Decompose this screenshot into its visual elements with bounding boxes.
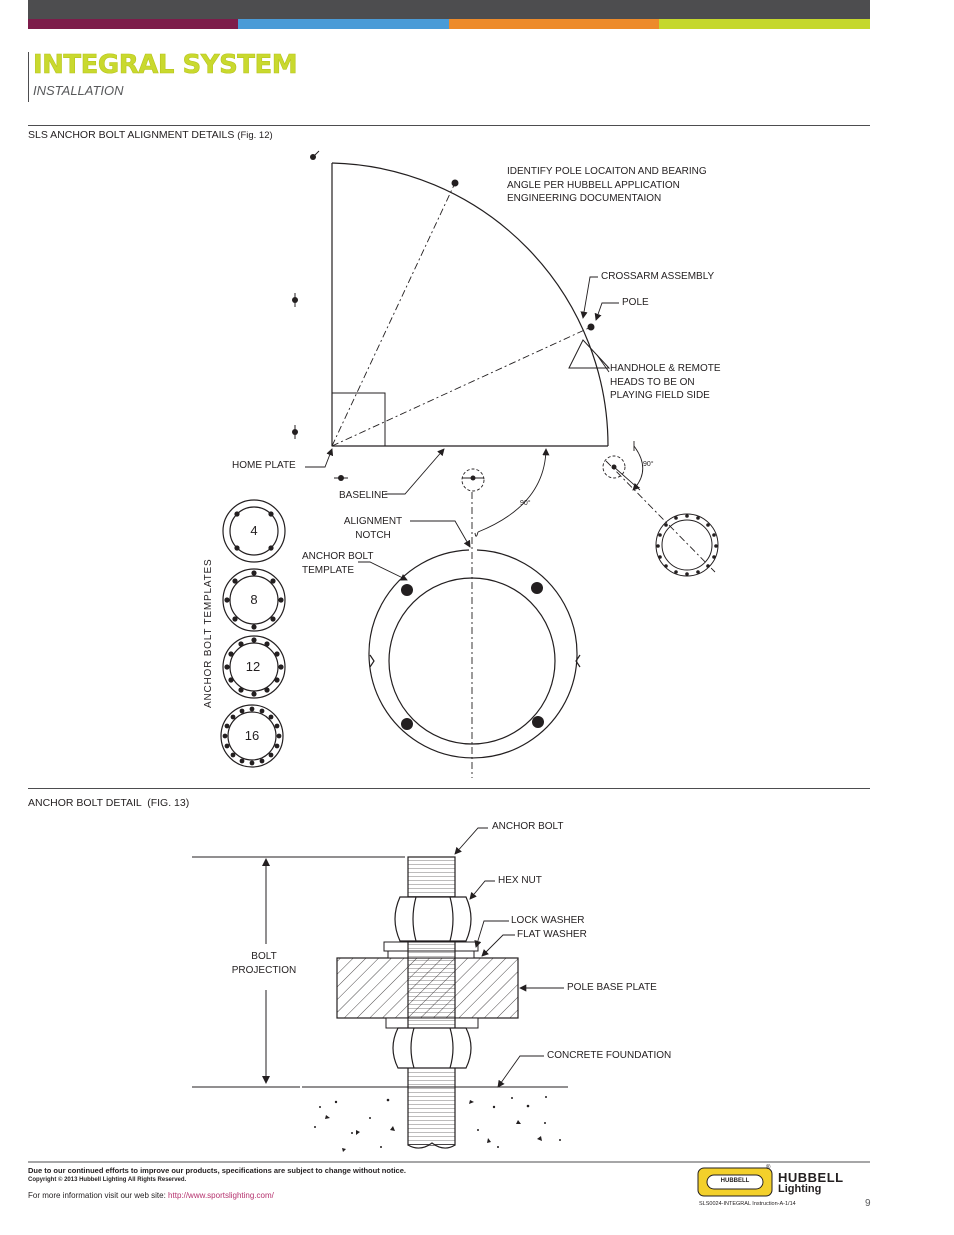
color-bar-4	[659, 19, 870, 29]
label-lock-washer: LOCK WASHER	[511, 915, 585, 926]
template-count-16: 16	[244, 728, 260, 743]
angle-label-a: 90°	[520, 500, 531, 507]
label-alignment-notch: ALIGNMENT NOTCH	[343, 516, 403, 541]
color-bar-2	[238, 19, 449, 29]
header-top-bar	[28, 0, 870, 19]
templates-caption: ANCHOR BOLT TEMPLATES	[203, 558, 214, 708]
handhole-triangle	[568, 339, 611, 369]
template-4	[222, 499, 286, 563]
color-bar-1	[28, 19, 238, 29]
footer-web: For more information visit our web site:…	[28, 1191, 274, 1200]
fig13-rule	[28, 788, 870, 789]
page-number: 9	[865, 1198, 871, 1209]
template-count-4: 4	[250, 523, 258, 538]
field-quadrant	[331, 162, 609, 447]
fig12-title-text: SLS ANCHOR BOLT ALIGNMENT DETAILS	[28, 129, 235, 141]
label-pole-base-plate: POLE BASE PLATE	[567, 982, 657, 993]
label-anchor-bolt: ANCHOR BOLT	[492, 821, 564, 832]
brand-name: HUBBELL	[778, 1170, 844, 1185]
template-12	[222, 635, 286, 699]
fig12-rule	[28, 125, 870, 126]
fig13-title: ANCHOR BOLT DETAIL (FIG. 13)	[28, 797, 190, 809]
fig12-title: SLS ANCHOR BOLT ALIGNMENT DETAILS (Fig. …	[28, 129, 273, 141]
label-home-plate: HOME PLATE	[232, 460, 296, 471]
page-subtitle: INSTALLATION	[33, 83, 124, 98]
label-baseline: BASELINE	[339, 490, 388, 501]
color-bar-3	[449, 19, 659, 29]
footer-web-prefix: For more information visit our web site:	[28, 1191, 169, 1200]
bearing-lines	[331, 182, 592, 447]
hex-nut-top	[394, 896, 472, 942]
footer-copyright: Copyright © 2013 Hubbell Lighting All Ri…	[28, 1177, 187, 1183]
label-flat-washer: FLAT WASHER	[517, 929, 587, 940]
hubbell-logo-badge	[697, 1167, 773, 1197]
label-anchor-bolt-template: ANCHOR BOLT TEMPLATE	[302, 551, 374, 576]
field-dots	[292, 150, 595, 481]
angle-label-b: 90°	[643, 461, 654, 468]
registered-mark: ®	[766, 1165, 771, 1171]
page-title: INTEGRAL SYSTEM	[33, 50, 298, 81]
logo-badge-text: HUBBELL	[720, 1178, 750, 1184]
footer-disclaimer: Due to our continued efforts to improve …	[28, 1166, 406, 1175]
title-rule	[28, 52, 29, 102]
label-pole: POLE	[622, 297, 649, 308]
template-16	[220, 704, 284, 768]
large-anchor-template	[368, 549, 581, 759]
label-hex-nut: HEX NUT	[498, 875, 542, 886]
label-concrete-foundation: CONCRETE FOUNDATION	[547, 1050, 672, 1061]
hex-nut-bottom	[392, 1027, 472, 1069]
concrete-speckles	[314, 1096, 561, 1152]
template-count-12: 12	[245, 659, 261, 674]
label-identify: IDENTIFY POLE LOCAITON AND BEARING ANGLE…	[507, 166, 707, 204]
brand-subname: Lighting	[778, 1183, 822, 1195]
fig12-ref: (Fig. 12)	[237, 130, 273, 141]
rotated-template	[655, 513, 719, 577]
label-bolt-projection: BOLT PROJECTION	[231, 951, 297, 976]
template-count-8: 8	[250, 592, 258, 607]
website-link[interactable]: http://www.sportslighting.com/	[168, 1191, 274, 1200]
label-handhole: HANDHOLE & REMOTE HEADS TO BE ON PLAYING…	[610, 363, 721, 401]
template-8	[222, 568, 286, 632]
label-crossarm: CROSSARM ASSEMBLY	[601, 271, 715, 282]
document-id: SLS0024-INTEGRAL Instruction-A-1/14	[699, 1201, 796, 1207]
